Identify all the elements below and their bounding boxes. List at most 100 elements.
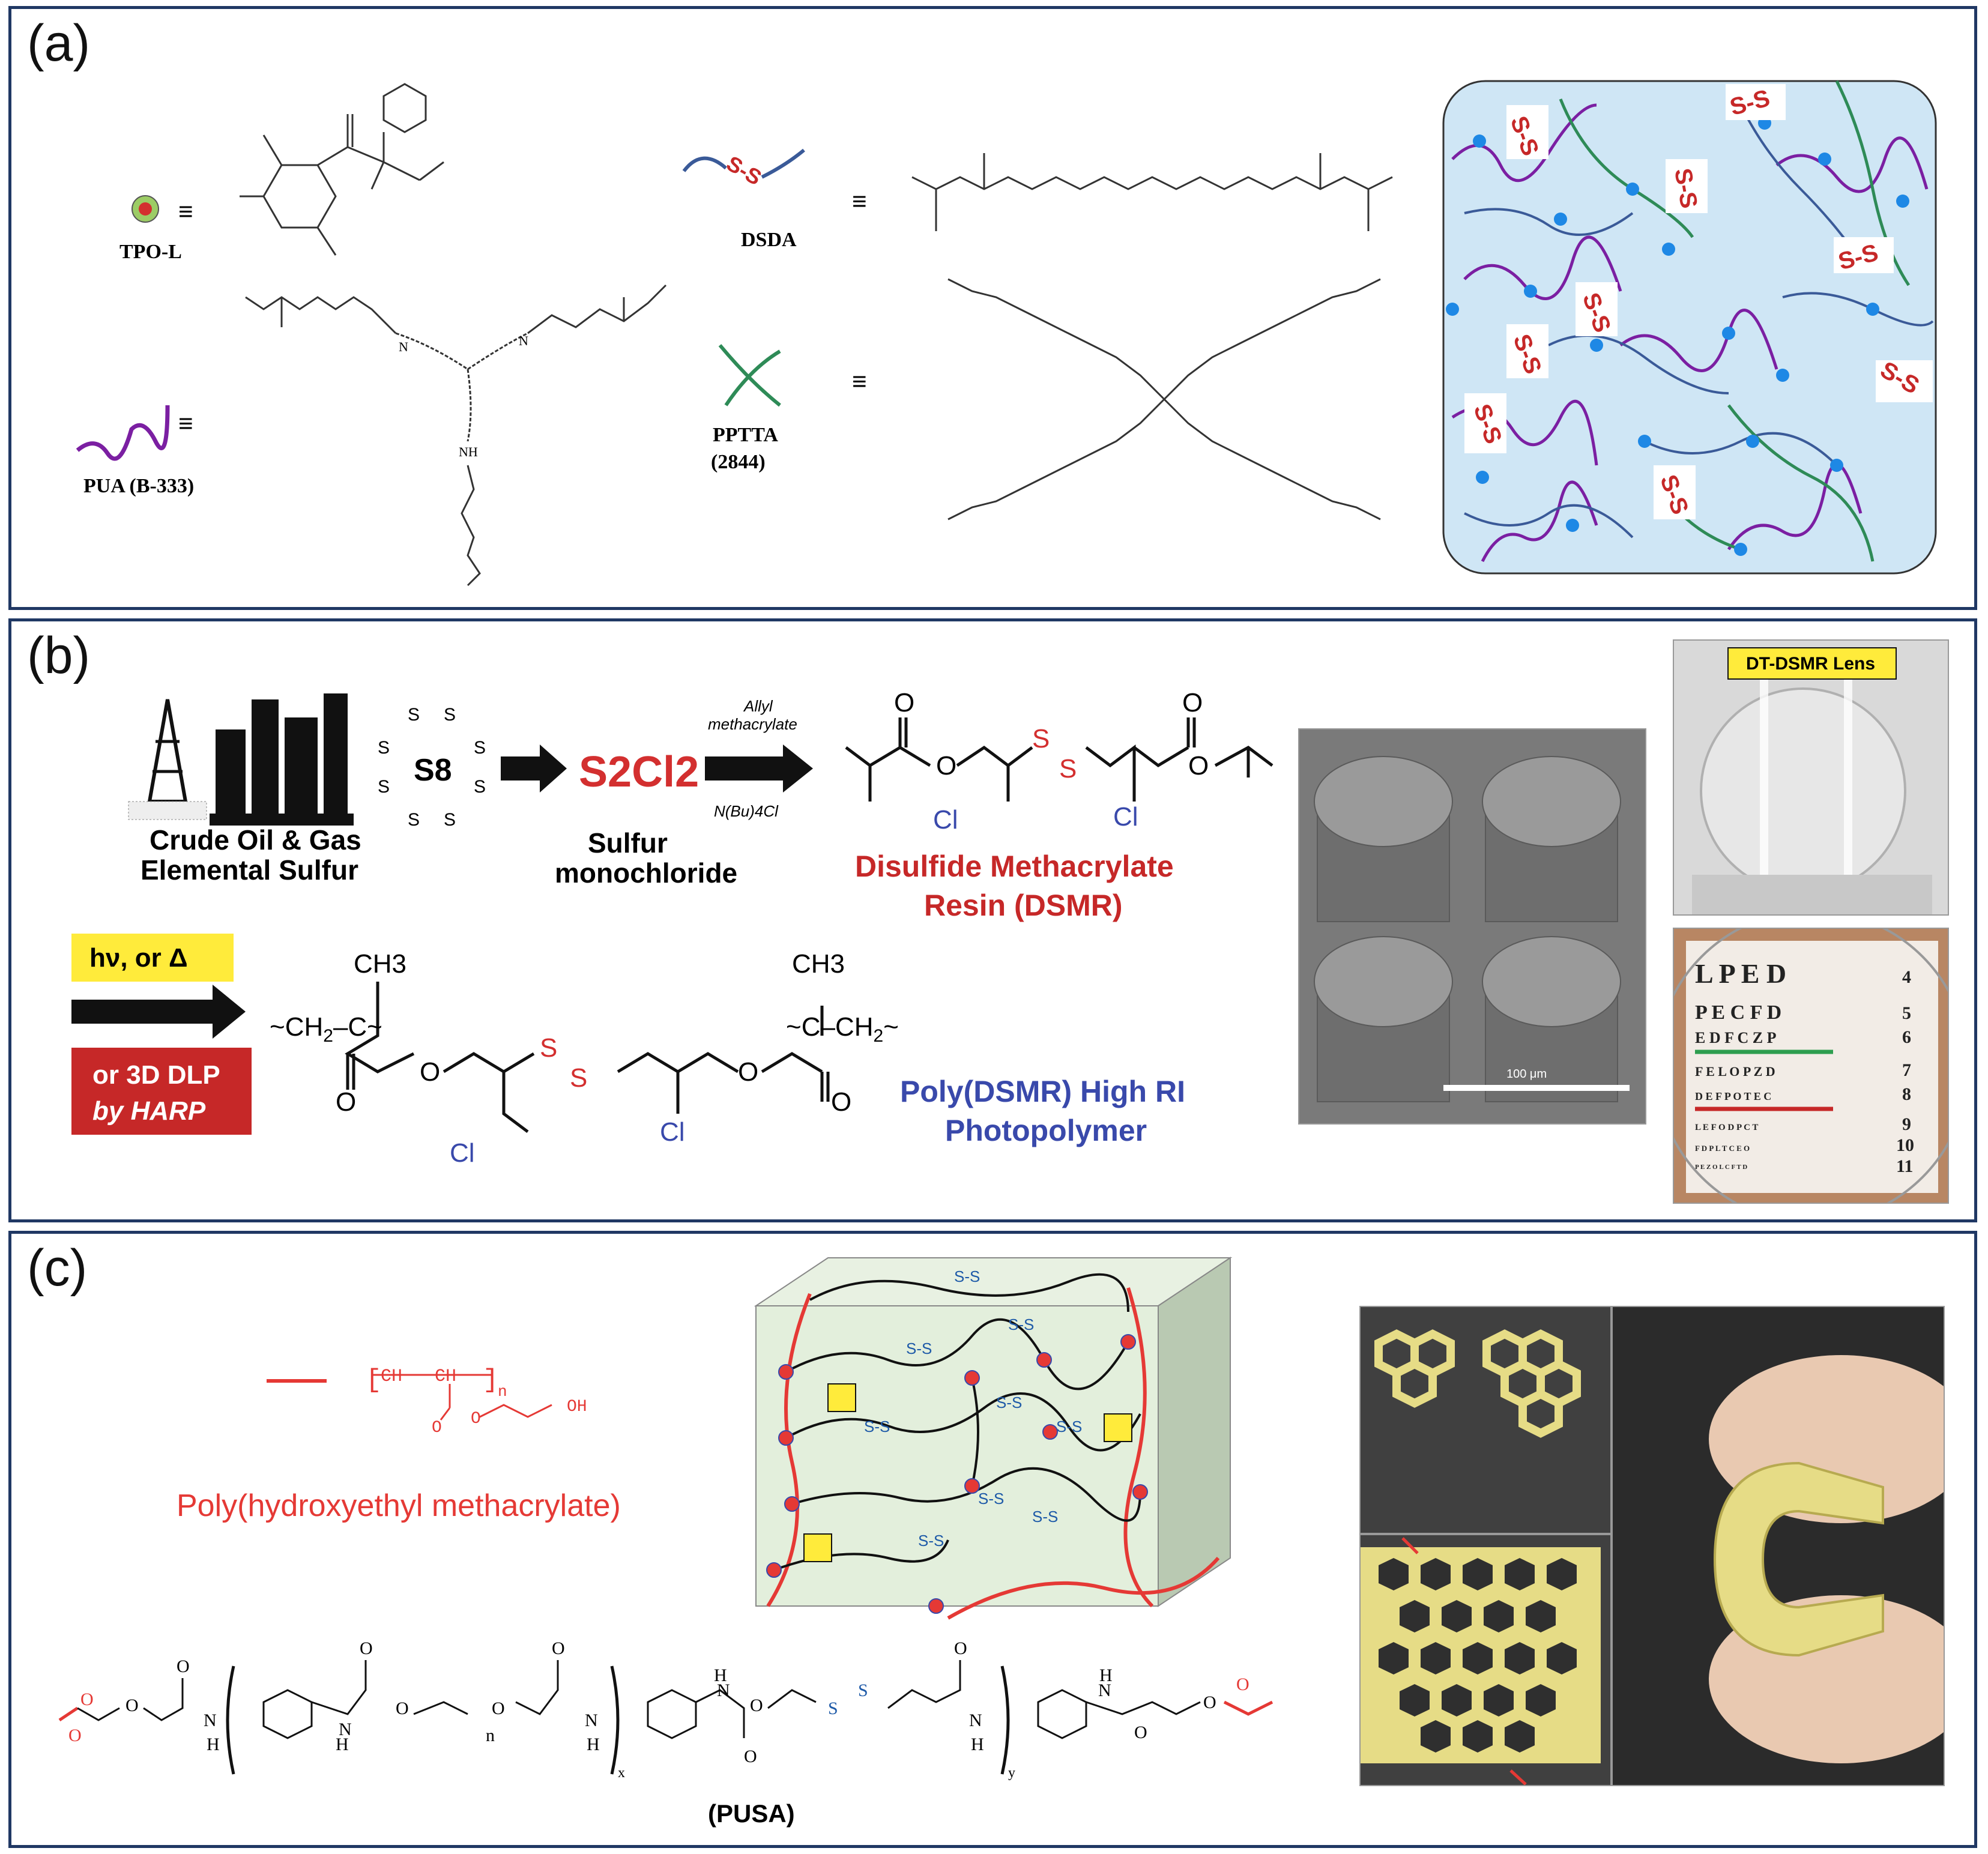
poly-chain-right: ~C–CH2~ (786, 1012, 899, 1046)
svg-text:]: ] (483, 1365, 498, 1395)
svg-text:S-S: S-S (1008, 1315, 1034, 1333)
dsda-symbol: S-S (682, 148, 805, 190)
svg-text:N: N (585, 1711, 598, 1730)
svg-text:x: x (618, 1765, 625, 1781)
oil-rig-icon (128, 699, 207, 820)
svg-text:S: S (474, 777, 486, 797)
svg-text:O: O (954, 1638, 967, 1658)
poly-name-2: Photopolymer (945, 1114, 1147, 1147)
svg-text:L E F O D P C T: L E F O D P C T (1695, 1123, 1758, 1132)
healing-arrow-bottom (1509, 1769, 1527, 1785)
pua-symbol (76, 405, 170, 461)
svg-text:O: O (80, 1689, 94, 1709)
dsmr-s1: S (1032, 724, 1050, 753)
pptta-label: PPTTA (713, 424, 778, 446)
dsmr-s2: S (1059, 754, 1077, 784)
poly-ch3-left: CH3 (354, 949, 406, 979)
pusa-atoms: O O O O N H H N O O n O O N H x H N O O … (68, 1638, 1249, 1781)
svg-text:E D F C Z P: E D F C Z P (1695, 1029, 1777, 1046)
svg-text:S: S (858, 1680, 868, 1700)
svg-text:P E C F D: P E C F D (1695, 1001, 1781, 1024)
svg-text:H: H (336, 1735, 349, 1754)
svg-text:F D P L T C E O: F D P L T C E O (1695, 1144, 1750, 1153)
svg-text:10: 10 (1896, 1135, 1914, 1155)
phema-name: Poly(hydroxyethyl methacrylate) (177, 1488, 621, 1523)
svg-text:H: H (971, 1735, 984, 1754)
dsmr-name-2: Resin (DSMR) (924, 889, 1123, 922)
svg-text:O: O (552, 1638, 565, 1658)
condition-text: hν, or Δ (89, 943, 188, 973)
svg-text:8: 8 (1902, 1084, 1911, 1104)
arrow-2 (705, 744, 813, 793)
svg-text:7: 7 (1902, 1060, 1911, 1080)
svg-text:O: O (744, 1747, 757, 1766)
svg-text:OH: OH (567, 1398, 587, 1416)
svg-text:9: 9 (1902, 1114, 1911, 1134)
lens-label: DT-DSMR Lens (1746, 654, 1875, 674)
svg-text:CH: CH (381, 1366, 402, 1387)
dsmr-name-1: Disulfide Methacrylate (855, 850, 1174, 883)
svg-text:O: O (125, 1695, 139, 1715)
network-ss-labels: S-S S-S S-S S-S S-S S-S S-S S-S S-S (1464, 84, 1933, 519)
tpo-l-label: TPO-L (119, 241, 182, 263)
dsmr-structure (845, 717, 1273, 802)
reagent-top-1: Allyl (743, 697, 773, 715)
panel-c-label: (c) (27, 1239, 88, 1297)
poly-ch3-right: CH3 (792, 949, 845, 979)
s2cl2-formula: S2Cl2 (579, 748, 699, 796)
pptta-sub-label: (2844) (711, 451, 766, 473)
tpo-equiv: ≡ (178, 197, 193, 226)
poly-cl2: Cl (660, 1117, 685, 1147)
poly-o1: O (336, 1087, 356, 1117)
svg-text:S-S: S-S (954, 1267, 980, 1285)
poly-dsmr-structure (345, 982, 830, 1133)
sulfur-label-2: monochloride (555, 857, 737, 889)
svg-text:H: H (207, 1735, 220, 1754)
pua-nh3: NH (459, 444, 478, 459)
pptta-symbol (718, 344, 781, 407)
svg-text:y: y (1008, 1765, 1015, 1781)
panel-c-drawing: [ CH CH ] n O O OH Poly(hydroxyethyl met… (58, 1257, 1273, 1828)
svg-text:N: N (1098, 1680, 1111, 1700)
scale-bar (1443, 1085, 1630, 1091)
poly-o4: O (831, 1087, 851, 1117)
svg-text:S-S: S-S (918, 1532, 944, 1550)
condition-box (71, 934, 234, 982)
svg-text:O: O (68, 1726, 82, 1745)
svg-text:O: O (360, 1638, 373, 1658)
pua-nh2: N (519, 333, 528, 348)
svg-text:S: S (378, 777, 390, 797)
svg-text:O: O (177, 1656, 190, 1676)
dsda-equiv: ≡ (852, 187, 867, 216)
reagent-bottom: N(Bu)4Cl (714, 802, 779, 820)
svg-text:H: H (714, 1665, 727, 1685)
panel-c: (c) [ CH CH ] n O O OH Poly(hydroxyethyl… (8, 1231, 1977, 1848)
svg-text:O: O (1203, 1692, 1216, 1712)
svg-text:S-S: S-S (978, 1490, 1004, 1508)
pusa-label: (PUSA) (708, 1799, 795, 1828)
svg-text:S: S (444, 705, 456, 725)
dlp-text-2: by HARP (92, 1096, 206, 1126)
poly-cl1: Cl (450, 1138, 475, 1168)
svg-text:N: N (969, 1711, 982, 1730)
svg-text:S: S (378, 738, 390, 758)
poly-s2: S (570, 1063, 587, 1093)
cube-ss-labels: S-S S-S S-S S-S S-S S-S S-S S-S S-S (864, 1267, 1082, 1550)
svg-text:S-S: S-S (1056, 1418, 1082, 1436)
panel-a-label: (a) (27, 14, 91, 72)
svg-text:N: N (717, 1680, 730, 1700)
pptta-structure (947, 278, 1381, 521)
flexible-sample-photo (1612, 1306, 1945, 1786)
source-label-1: Crude Oil & Gas (150, 824, 361, 856)
svg-text:D E F P O T E C: D E F P O T E C (1695, 1090, 1771, 1102)
refinery-icon (210, 693, 354, 826)
arrow-3 (71, 985, 246, 1039)
pua-nh1: N (399, 339, 408, 354)
honeycomb-broken-photo (1359, 1306, 1612, 1534)
pua-label: PUA (B-333) (83, 475, 194, 497)
sem-micrograph: 100 μm (1298, 728, 1646, 1125)
dsda-ss-text: S-S (722, 151, 766, 190)
poly-name-1: Poly(DSMR) High RI (900, 1075, 1185, 1108)
eye-chart-numbers: 4 5 6 7 8 9 10 11 (1896, 967, 1914, 1176)
